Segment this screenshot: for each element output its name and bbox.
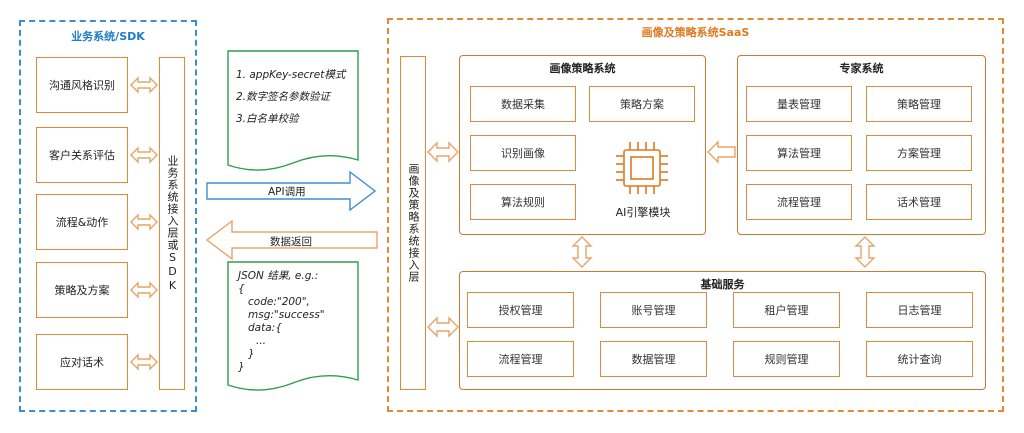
- json-line: JSON 结果, e.g.:: [238, 270, 319, 282]
- item-label: 方案管理: [897, 147, 941, 160]
- sdk-access-layer: 业务系统接入层或SDK: [159, 57, 185, 390]
- item-label: 策略方案: [620, 98, 664, 111]
- biz-box-response-script: 应对话术: [36, 334, 128, 390]
- item-label: 流程管理: [777, 196, 821, 209]
- double-arrow-icon: [427, 141, 459, 163]
- double-arrow-icon: [130, 146, 158, 164]
- item-label: 账号管理: [631, 304, 676, 317]
- item-label: 算法规则: [501, 196, 545, 209]
- biz-box-label: 客户关系评估: [49, 149, 115, 162]
- item-script-management: 话术管理: [866, 184, 972, 220]
- item-label: 租户管理: [764, 304, 809, 317]
- double-arrow-icon: [130, 213, 158, 231]
- biz-box-process-action: 流程&动作: [36, 194, 128, 250]
- json-line: }: [248, 348, 255, 360]
- item-label: 算法管理: [777, 147, 821, 160]
- biz-box-label: 策略及方案: [54, 284, 110, 297]
- json-line: msg:"success": [248, 309, 325, 321]
- biz-system-region: 业务系统/SDK: [19, 20, 197, 412]
- vertical-double-arrow-icon: [854, 236, 876, 268]
- note-top-line: 2.数字签名参数验证: [236, 91, 331, 103]
- item-rule-management: 规则管理: [733, 341, 840, 377]
- data-return-label: 数据返回: [270, 236, 312, 248]
- note-top-line: 1. appKey-secret模式: [236, 69, 346, 81]
- note-bottom-shape: [227, 261, 359, 391]
- double-arrow-icon: [130, 281, 158, 299]
- item-label: 话术管理: [897, 196, 941, 209]
- biz-box-customer-relation: 客户关系评估: [36, 127, 128, 183]
- vertical-double-arrow-icon: [571, 236, 593, 268]
- item-data-collection: 数据采集: [470, 86, 576, 122]
- item-plan-management: 方案管理: [866, 135, 972, 171]
- item-strategy-plan: 策略方案: [589, 86, 695, 122]
- saas-region: 画像及策略系统SaaS: [387, 18, 1004, 412]
- note-top-shape: [227, 50, 359, 171]
- item-log-management: 日志管理: [866, 292, 973, 328]
- item-label: 授权管理: [498, 304, 543, 317]
- double-arrow-icon: [427, 316, 459, 338]
- item-label: 数据管理: [631, 353, 676, 366]
- item-data-management: 数据管理: [600, 341, 707, 377]
- json-line: {: [238, 283, 245, 295]
- note-top: 1. appKey-secret模式 2.数字签名参数验证 3.白名单校验: [236, 64, 358, 130]
- biz-box-communication-style: 沟通风格识别: [36, 57, 128, 113]
- item-statistics-query: 统计查询: [866, 341, 973, 377]
- item-auth-management: 授权管理: [467, 292, 574, 328]
- item-label: 规则管理: [764, 353, 809, 366]
- double-arrow-icon: [130, 76, 158, 94]
- item-label: 识别画像: [501, 147, 545, 160]
- sdk-access-layer-label: 业务系统接入层或SDK: [166, 154, 179, 293]
- base-services-title: 基础服务: [700, 278, 745, 291]
- saas-title: 画像及策略系统SaaS: [641, 26, 750, 39]
- json-line: code:"200",: [248, 296, 310, 308]
- biz-box-strategy-plan: 策略及方案: [36, 262, 128, 318]
- json-line: }: [238, 361, 245, 373]
- item-label: 数据采集: [501, 98, 545, 111]
- saas-access-layer: 画像及策略系统接入层: [400, 56, 426, 390]
- item-algorithm-rules: 算法规则: [470, 184, 576, 220]
- saas-access-layer-label: 画像及策略系统接入层: [407, 163, 420, 283]
- biz-box-label: 应对话术: [60, 356, 104, 369]
- item-label: 策略管理: [897, 98, 941, 111]
- expert-system-title: 专家系统: [839, 62, 884, 75]
- item-process-management: 流程管理: [746, 184, 852, 220]
- note-top-line: 3.白名单校验: [236, 113, 299, 125]
- ai-engine-chip-icon: [616, 142, 668, 194]
- left-arrow-icon: [707, 140, 736, 164]
- item-label: 量表管理: [777, 98, 821, 111]
- portrait-strategy-title: 画像策略系统: [549, 62, 616, 75]
- item-identify-portrait: 识别画像: [470, 135, 576, 171]
- item-label: 统计查询: [897, 353, 942, 366]
- json-line: data:{: [248, 322, 282, 334]
- item-tenant-management: 租户管理: [733, 292, 840, 328]
- api-call-arrow: [206, 170, 377, 212]
- item-label: 流程管理: [498, 353, 543, 366]
- data-return-arrow: [205, 219, 378, 261]
- biz-box-label: 沟通风格识别: [49, 79, 115, 92]
- biz-system-title: 业务系统/SDK: [71, 30, 145, 43]
- item-scale-management: 量表管理: [746, 86, 852, 122]
- item-account-management: 账号管理: [600, 292, 707, 328]
- ai-engine-label: AI引擎模块: [615, 206, 671, 219]
- note-bottom: JSON 结果, e.g.: { code:"200", msg:"succes…: [238, 270, 358, 374]
- json-line: ...: [256, 335, 267, 347]
- item-label: 日志管理: [897, 304, 942, 317]
- item-algorithm-management: 算法管理: [746, 135, 852, 171]
- biz-box-label: 流程&动作: [55, 216, 109, 229]
- api-call-label: API调用: [268, 186, 306, 198]
- double-arrow-icon: [130, 353, 158, 371]
- item-process-management-base: 流程管理: [467, 341, 574, 377]
- item-strategy-management: 策略管理: [866, 86, 972, 122]
